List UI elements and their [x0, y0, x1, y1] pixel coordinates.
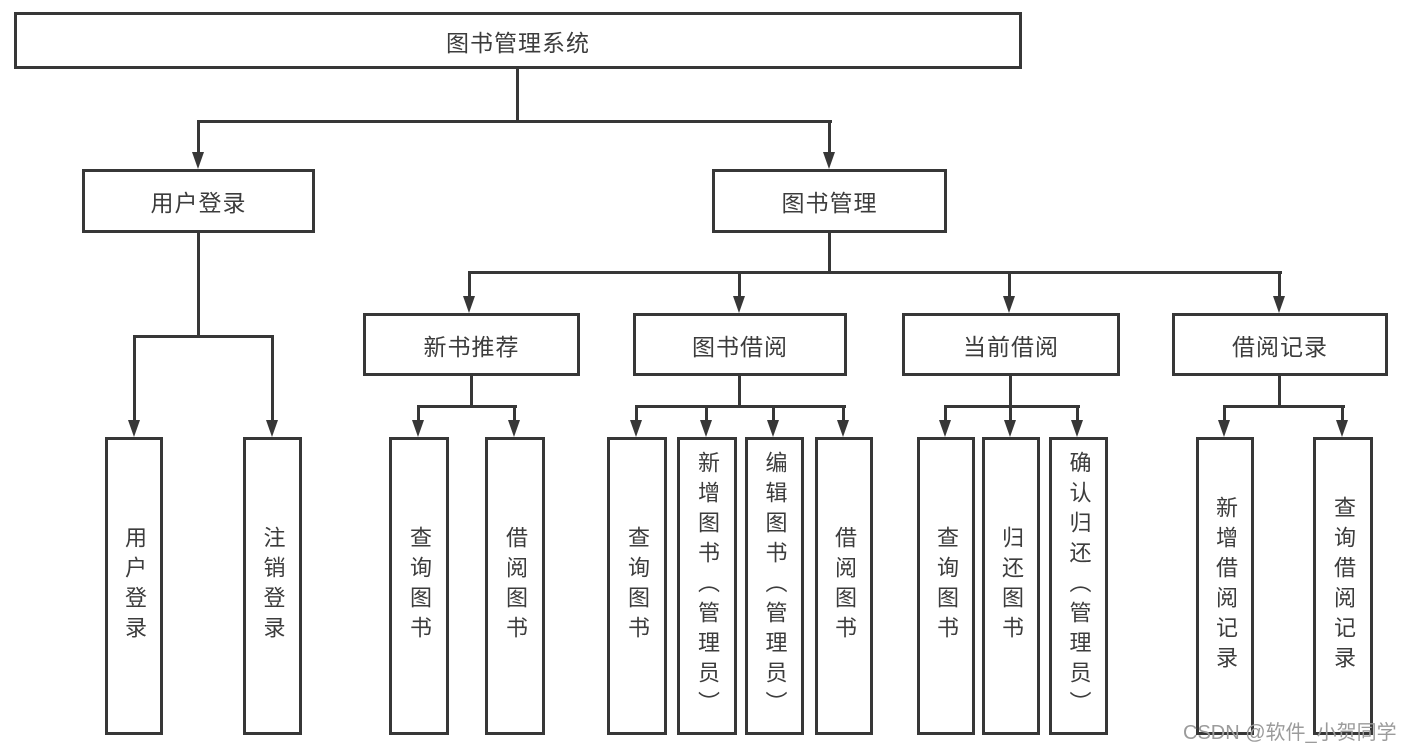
connector-drop-bb-add: [705, 405, 708, 420]
leaf-cb-query-books: 查询图书: [917, 437, 975, 735]
node-current-borrow: 当前借阅: [902, 313, 1120, 376]
leaf-br-query-record: 查询借阅记录: [1313, 437, 1373, 735]
arrowhead-nbr-query: [412, 420, 424, 437]
arrowhead-bb-edit: [767, 420, 779, 437]
arrowhead-borrow-records: [1273, 296, 1285, 313]
node-new-book-rec-label: 新书推荐: [423, 333, 520, 360]
leaf-nbr-borrow-books: 借阅图书: [485, 437, 545, 735]
connector-bb-bar: [635, 405, 846, 408]
connector-root-bar: [197, 120, 832, 123]
connector-drop-book-mgmt: [828, 120, 831, 153]
node-borrow-records-label: 借阅记录: [1232, 333, 1328, 360]
connector-drop-nbr-borrow: [513, 405, 516, 420]
node-root: 图书管理系统: [14, 12, 1022, 69]
node-new-book-rec: 新书推荐: [363, 313, 580, 376]
leaf-bb-add-books-admin: 新增图书（管理员）: [677, 437, 737, 735]
arrowhead-bb-add: [700, 420, 712, 437]
connector-drop-br-add: [1223, 405, 1226, 420]
connector-nbr-bar: [418, 405, 517, 408]
connector-drop-cb-return: [1009, 405, 1012, 420]
arrowhead-book-mgmt: [823, 152, 835, 169]
connector-drop-bb-edit: [772, 405, 775, 420]
connector-bb-stem: [738, 376, 741, 405]
node-current-borrow-label: 当前借阅: [963, 333, 1059, 360]
node-book-borrow: 图书借阅: [633, 313, 847, 376]
leaf-cb-query-books-label: 查询图书: [934, 526, 959, 646]
arrowhead-br-query: [1336, 420, 1348, 437]
node-book-borrow-label: 图书借阅: [692, 333, 788, 360]
leaf-user-login: 用户登录: [105, 437, 163, 735]
node-borrow-records: 借阅记录: [1172, 313, 1388, 376]
connector-drop-borrow-records: [1278, 271, 1281, 296]
arrowhead-user-login: [192, 152, 204, 169]
arrowhead-cb-return: [1004, 420, 1016, 437]
connector-drop-bb-borrow: [842, 405, 845, 420]
leaf-cb-return-books: 归还图书: [982, 437, 1040, 735]
leaf-cb-confirm-return-admin: 确认归还（管理员）: [1049, 437, 1108, 735]
connector-drop-nbr-query: [417, 405, 420, 420]
leaf-bb-query-books: 查询图书: [607, 437, 667, 735]
leaf-nbr-query-books-label: 查询图书: [407, 526, 432, 646]
leaf-bb-borrow-books-label: 借阅图书: [832, 526, 857, 646]
node-root-label: 图书管理系统: [446, 29, 590, 56]
connector-drop-cb-query: [944, 405, 947, 420]
leaf-cb-return-books-label: 归还图书: [999, 526, 1024, 646]
leaf-bb-edit-books-admin: 编辑图书（管理员）: [745, 437, 804, 735]
leaf-bb-borrow-books: 借阅图书: [815, 437, 873, 735]
leaf-nbr-borrow-books-label: 借阅图书: [503, 526, 528, 646]
csdn-watermark: CSDN @软件_小贺同学: [1183, 722, 1397, 744]
arrowhead-leaf-logout: [266, 420, 278, 437]
leaf-nbr-query-books: 查询图书: [389, 437, 449, 735]
leaf-bb-edit-books-admin-label: 编辑图书（管理员）: [762, 451, 788, 721]
leaf-br-query-record-label: 查询借阅记录: [1331, 496, 1356, 676]
arrowhead-new-book-rec: [463, 296, 475, 313]
leaf-cb-confirm-return-admin-label: 确认归还（管理员）: [1066, 451, 1092, 721]
leaf-logout-label: 注销登录: [260, 526, 286, 646]
leaf-bb-query-books-label: 查询图书: [625, 526, 650, 646]
leaf-bb-add-books-admin-label: 新增图书（管理员）: [695, 451, 720, 721]
connector-drop-br-query: [1341, 405, 1344, 420]
node-book-mgmt-branch-label: 图书管理: [781, 190, 878, 216]
connector-drop-leaf-user-login: [133, 335, 136, 420]
connector-br-bar: [1223, 405, 1345, 408]
node-user-login-branch: 用户登录: [82, 169, 315, 233]
connector-drop-book-borrow: [738, 271, 741, 296]
leaf-br-add-record: 新增借阅记录: [1196, 437, 1254, 735]
leaf-user-login-label: 用户登录: [122, 526, 147, 646]
connector-nbr-stem: [470, 376, 473, 405]
connector-drop-user-login: [197, 120, 200, 153]
connector-userlogin-bar: [133, 335, 274, 338]
arrowhead-leaf-user-login: [128, 420, 140, 437]
connector-drop-leaf-logout: [271, 335, 274, 420]
arrowhead-cb-query: [939, 420, 951, 437]
connector-drop-bb-query: [635, 405, 638, 420]
connector-bookmgmt-stem: [828, 233, 831, 271]
connector-root-stem: [516, 69, 519, 120]
arrowhead-current-borrow: [1003, 296, 1015, 313]
connector-bookmgmt-bar: [469, 271, 1282, 274]
connector-drop-cb-confirm: [1076, 405, 1079, 420]
node-book-mgmt-branch: 图书管理: [712, 169, 947, 233]
connector-cb-bar: [944, 405, 1080, 408]
connector-userlogin-stem: [197, 233, 200, 335]
arrowhead-br-add: [1218, 420, 1230, 437]
leaf-br-add-record-label: 新增借阅记录: [1213, 496, 1238, 676]
connector-cb-stem: [1009, 376, 1012, 405]
connector-drop-new-book-rec: [468, 271, 471, 296]
arrowhead-cb-confirm: [1071, 420, 1083, 437]
node-user-login-branch-label: 用户登录: [150, 190, 247, 216]
leaf-logout: 注销登录: [243, 437, 302, 735]
connector-br-stem: [1278, 376, 1281, 405]
arrowhead-bb-borrow: [837, 420, 849, 437]
connector-drop-current-borrow: [1008, 271, 1011, 296]
arrowhead-nbr-borrow: [508, 420, 520, 437]
arrowhead-bb-query: [630, 420, 642, 437]
arrowhead-book-borrow: [733, 296, 745, 313]
